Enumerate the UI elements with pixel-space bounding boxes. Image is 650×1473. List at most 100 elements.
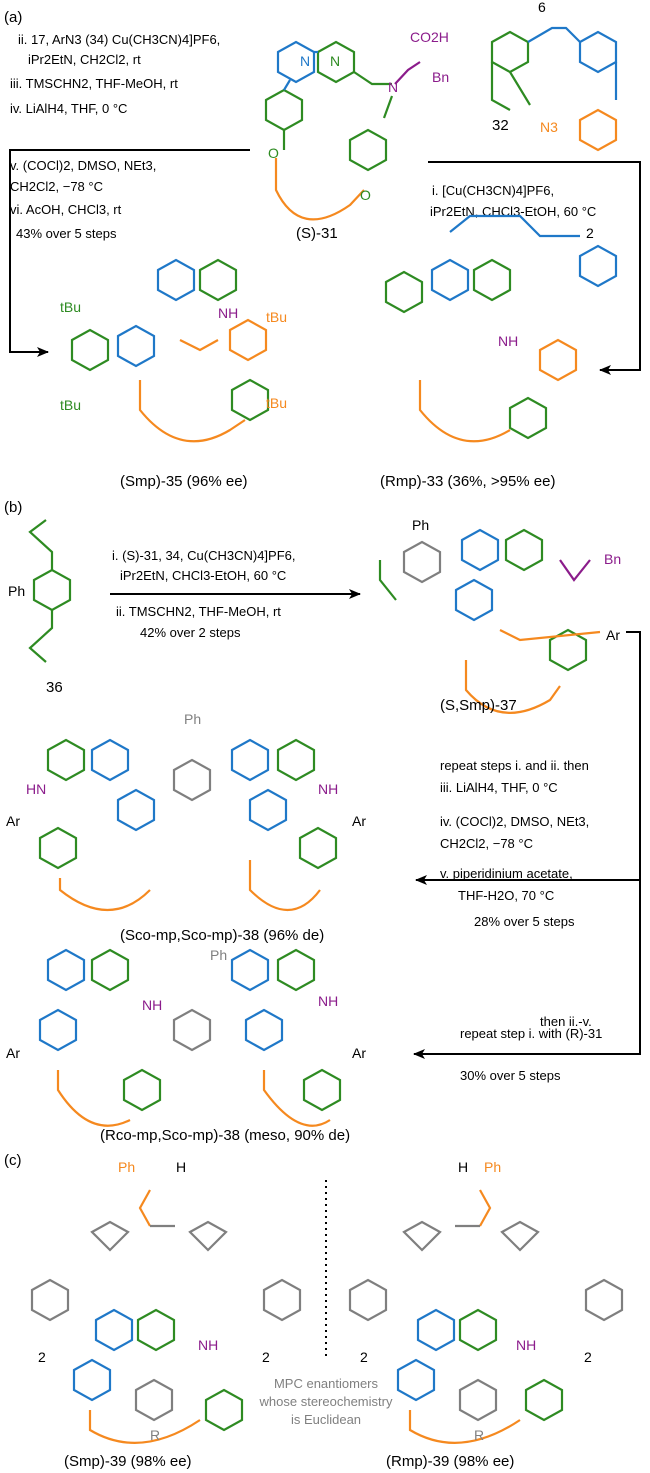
step-text: ii. 17, ArN3 (34) Cu(CH3CN)4]PF6,	[18, 32, 220, 47]
compound-36-label: 36	[46, 679, 63, 696]
structure-39-r: H Ph NH R 2 2 (Rmp)-39 (98% ee)	[348, 1159, 624, 1470]
panel-label-a: (a)	[4, 9, 22, 26]
compound-39s-label: (Smp)-39 (98% ee)	[64, 1453, 192, 1470]
conditions-right-a: i. [Cu(CH3CN)4]PF6, iPr2EtN, CHCl3-EtOH,…	[430, 183, 596, 219]
arrow-right-a	[428, 161, 641, 375]
compound-35-label: (Smp)-35 (96% ee)	[120, 473, 248, 490]
ph-label: Ph	[412, 517, 429, 533]
step-text: iii. TMSCHN2, THF-MeOH, rt	[10, 76, 178, 91]
bn-label: Bn	[432, 69, 449, 85]
nh-label: NH	[142, 997, 162, 1013]
structure-39-s: Ph H NH R 2 2 (Smp)-39 (98% ee)	[30, 1159, 302, 1470]
step-text: 28% over 5 steps	[474, 914, 575, 929]
structure-32: 6 32 N3	[490, 0, 618, 152]
step-text: ii. TMSCHN2, THF-MeOH, rt	[116, 604, 281, 619]
conditions-top-b: i. (S)-31, 34, Cu(CH3CN)4]PF6, iPr2EtN, …	[112, 548, 296, 640]
step-text: iv. (COCl)2, DMSO, NEt3,	[440, 814, 589, 829]
r-label: R	[150, 1427, 160, 1443]
bn-label: Bn	[604, 551, 621, 567]
compound-37-label: (S,Smp)-37	[440, 697, 517, 714]
structure-36: Ph 36	[8, 519, 72, 696]
conditions-bottom-b: repeat step i. with (R)-31 then ii.-v. 3…	[460, 1014, 602, 1083]
subscript-2: 2	[360, 1349, 368, 1365]
compound-32-label: 32	[492, 117, 509, 134]
ar-label: Ar	[6, 1045, 20, 1061]
nh-label: NH	[318, 993, 338, 1009]
note-text: is Euclidean	[291, 1412, 361, 1427]
step-text: THF-H2O, 70 °C	[458, 888, 554, 903]
nh-label: NH	[516, 1337, 536, 1353]
tbu-label: tBu	[266, 309, 287, 325]
note-text: MPC enantiomers	[274, 1376, 379, 1391]
panel-label-b: (b)	[4, 499, 22, 516]
step-text: vi. AcOH, CHCl3, rt	[10, 202, 122, 217]
ph-label: Ph	[184, 711, 201, 727]
nh-label: NH	[198, 1337, 218, 1353]
arrow-left-a	[9, 149, 250, 357]
ar-label: Ar	[352, 813, 366, 829]
step-text: v. piperidinium acetate,	[440, 866, 573, 881]
structure-33: 2 NH (Rmp)-33 (36%, >95% ee)	[380, 214, 618, 490]
compound-38a-label: (Sco-mp,Sco-mp)-38 (96% de)	[120, 927, 324, 944]
step-text: CH2Cl2, −78 °C	[10, 179, 103, 194]
note-text: whose stereochemistry	[259, 1394, 393, 1409]
tbu-label: tBu	[266, 395, 287, 411]
ar-label: Ar	[6, 813, 20, 829]
co2h-label: CO2H	[410, 29, 449, 45]
euclidean-note: MPC enantiomers whose stereochemistry is…	[259, 1376, 393, 1427]
nh-label: NH	[218, 305, 238, 321]
r-label: R	[474, 1427, 484, 1443]
svg-text:O: O	[268, 145, 279, 161]
nh-label: NH	[498, 333, 518, 349]
compound-33-label: (Rmp)-33 (36%, >95% ee)	[380, 473, 556, 490]
structure-35: NH tBu tBu tBu tBu (Smp)-35 (96% ee)	[60, 258, 287, 490]
ar-label: Ar	[606, 627, 620, 643]
conditions-mid-b: repeat steps i. and ii. then iii. LiAlH4…	[440, 758, 589, 929]
h-label: H	[458, 1159, 468, 1175]
hn-label: HN	[26, 781, 46, 797]
h-label: H	[176, 1159, 186, 1175]
structure-37: Ph Bn Ar (S,Smp)-37	[378, 517, 621, 714]
step-text: 30% over 5 steps	[460, 1068, 561, 1083]
ph-label: Ph	[8, 583, 25, 599]
step-text: v. (COCl)2, DMSO, NEt3,	[10, 158, 156, 173]
step-text: iii. LiAlH4, THF, 0 °C	[440, 780, 558, 795]
subscript-2: 2	[584, 1349, 592, 1365]
step-text: iPr2EtN, CHCl3-EtOH, 60 °C	[120, 568, 286, 583]
step-text: i. [Cu(CH3CN)4]PF6,	[432, 183, 554, 198]
compound-39r-label: (Rmp)-39 (98% ee)	[386, 1453, 514, 1470]
tbu-label: tBu	[60, 299, 81, 315]
step-text: 43% over 5 steps	[16, 226, 117, 241]
ph-label: Ph	[210, 947, 227, 963]
subscript-6: 6	[538, 0, 546, 15]
compound-31-label: (S)-31	[296, 225, 338, 242]
step-text: repeat step i. with (R)-31	[460, 1026, 602, 1041]
step-text: then ii.-v.	[540, 1014, 592, 1029]
compound-38b-label: (Rco-mp,Sco-mp)-38 (meso, 90% de)	[100, 1127, 350, 1144]
step-text: repeat steps i. and ii. then	[440, 758, 589, 773]
svg-text:O: O	[360, 187, 371, 203]
step-text: i. (S)-31, 34, Cu(CH3CN)4]PF6,	[112, 548, 296, 563]
ph-label: Ph	[484, 1159, 501, 1175]
nh-label: NH	[318, 781, 338, 797]
panel-label-c: (c)	[4, 1152, 22, 1169]
n-atom: N	[388, 79, 398, 95]
step-text: 42% over 2 steps	[140, 625, 241, 640]
structure-31: N N N CO2H Bn O O (S)-31	[264, 29, 449, 242]
conditions-left-a: ii. 17, ArN3 (34) Cu(CH3CN)4]PF6, iPr2Et…	[10, 32, 220, 241]
ph-label: Ph	[118, 1159, 135, 1175]
step-text: iv. LiAlH4, THF, 0 °C	[10, 101, 127, 116]
step-text: iPr2EtN, CH2Cl2, rt	[28, 52, 141, 67]
subscript-2: 2	[262, 1349, 270, 1365]
tbu-label: tBu	[60, 397, 81, 413]
n3-label: N3	[540, 119, 558, 135]
structure-38-rs: Ph NH NH Ar Ar (Rco-mp,Sco-mp)-38 (meso,…	[6, 947, 366, 1144]
step-text: CH2Cl2, −78 °C	[440, 836, 533, 851]
svg-text:N: N	[300, 53, 310, 69]
subscript-2: 2	[38, 1349, 46, 1365]
ar-label: Ar	[352, 1045, 366, 1061]
subscript-2: 2	[586, 225, 594, 241]
structure-38-ss: Ph HN NH Ar Ar (Sco-mp,Sco-mp)-38 (96% d…	[6, 711, 366, 944]
svg-text:N: N	[330, 53, 340, 69]
